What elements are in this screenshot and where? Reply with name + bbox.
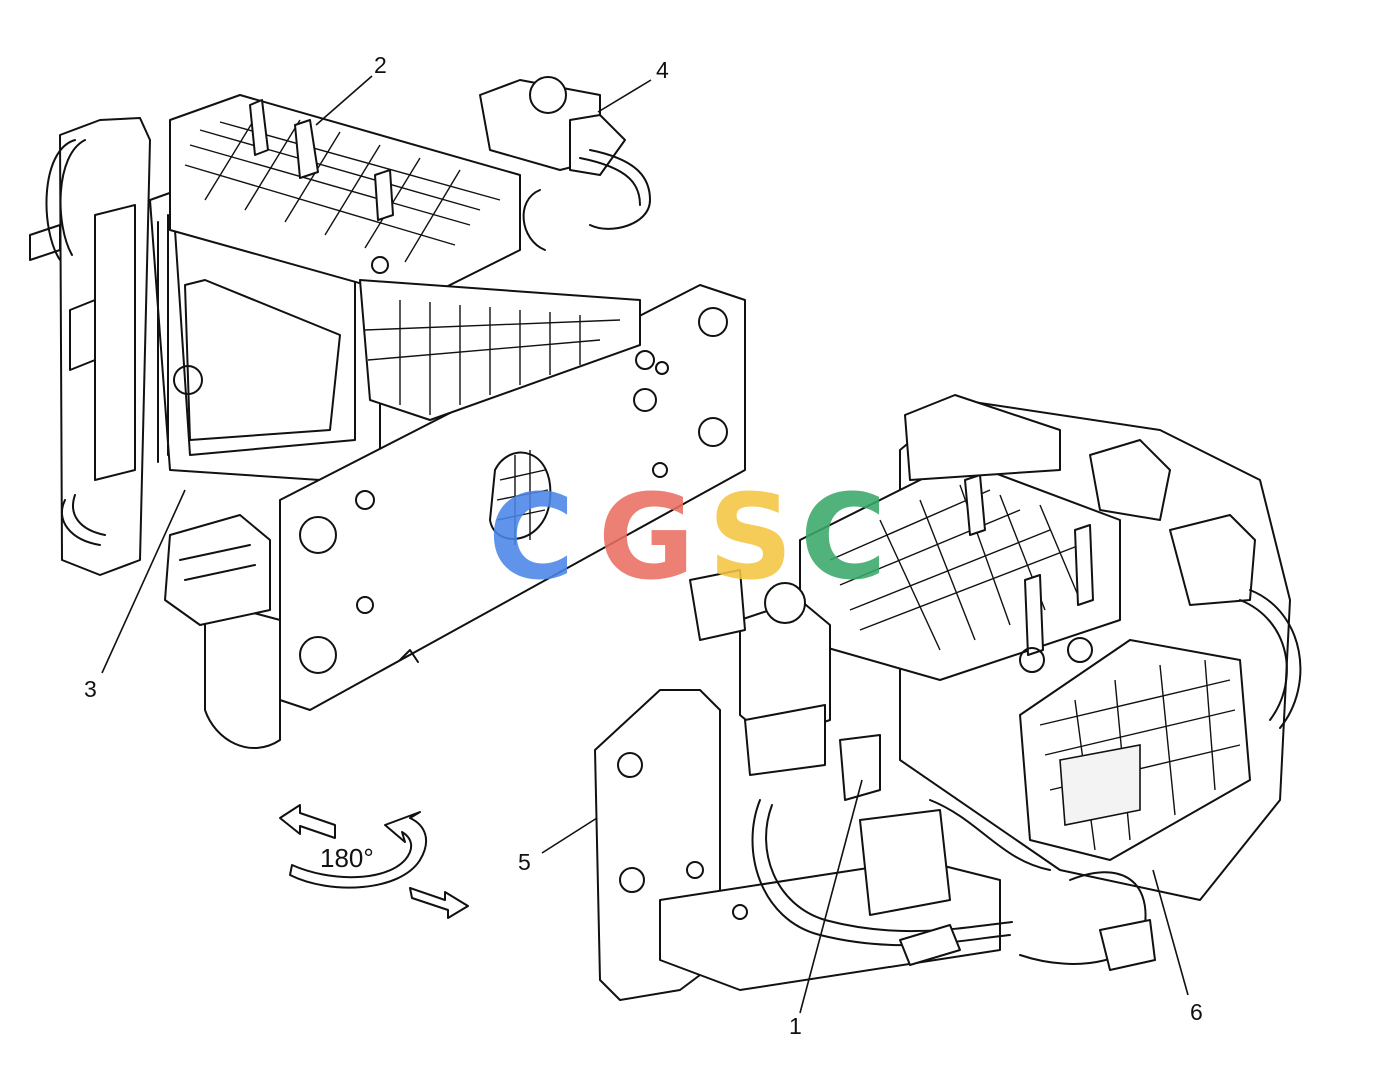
rotation-indicator: 180° bbox=[279, 804, 469, 919]
leader-6 bbox=[1152, 869, 1189, 996]
leader-4 bbox=[597, 79, 652, 113]
rotation-label: 180° bbox=[320, 843, 374, 873]
watermark-letter-s: S bbox=[708, 468, 793, 606]
watermark-letter-c2: C bbox=[800, 468, 887, 606]
leader-5 bbox=[541, 817, 598, 854]
assembly-upper-left bbox=[29, 76, 746, 750]
leader-3 bbox=[101, 489, 186, 674]
leader-2 bbox=[315, 75, 373, 126]
watermark-logo: C G S C bbox=[488, 468, 887, 606]
assembly-lower-right bbox=[594, 394, 1302, 1001]
callout-5: 5 bbox=[518, 849, 531, 875]
leader-1 bbox=[799, 779, 863, 1014]
callout-labels: 2 4 3 5 1 6 bbox=[84, 52, 1203, 1039]
leader-lines bbox=[101, 75, 1189, 1014]
callout-4: 4 bbox=[656, 57, 669, 83]
callout-1: 1 bbox=[789, 1013, 802, 1039]
watermark-letter-g: G bbox=[598, 468, 695, 606]
callout-3: 3 bbox=[84, 676, 97, 702]
callout-2: 2 bbox=[374, 52, 387, 78]
callout-6: 6 bbox=[1190, 999, 1203, 1025]
watermark-letter-c1: C bbox=[488, 468, 575, 606]
